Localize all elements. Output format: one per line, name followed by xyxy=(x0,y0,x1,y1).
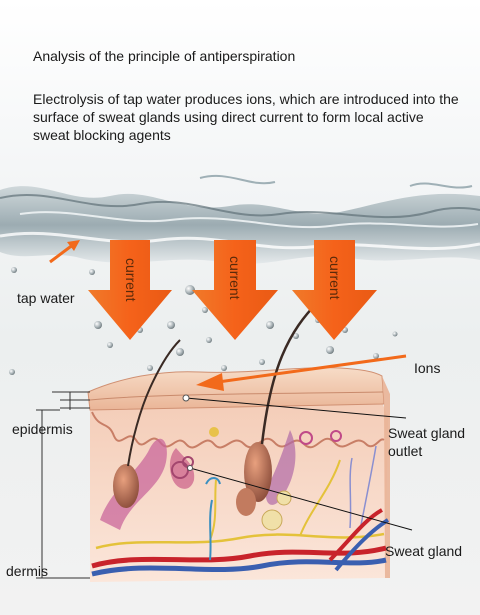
tap-water-pointer-arrow xyxy=(49,240,80,264)
sweat-gland-label: Sweat gland xyxy=(385,543,463,559)
ion-bubbles xyxy=(9,267,398,399)
current-arrow-2 xyxy=(192,240,278,340)
current-arrow-3 xyxy=(292,240,377,340)
current-arrow-label-3: current xyxy=(327,256,343,300)
leader-lines xyxy=(182,394,413,531)
current-arrow-label-2: current xyxy=(227,256,243,300)
current-arrow-1 xyxy=(88,240,172,340)
ions-label: Ions xyxy=(414,360,441,376)
dermis-label: dermis xyxy=(6,563,49,579)
current-arrow-label-1: current xyxy=(123,258,139,302)
sweat-gland-outlet-label: Sweat gland outlet xyxy=(388,425,466,460)
ions-pointer-arrow xyxy=(196,354,407,391)
layer-brackets xyxy=(36,391,90,579)
tap-water-label: tap water xyxy=(17,290,75,306)
skin-cross-section xyxy=(87,301,390,582)
diagram-description: Electrolysis of tap water produces ions,… xyxy=(33,91,459,144)
diagram-heading: Analysis of the principle of antiperspir… xyxy=(33,48,296,64)
epidermis-label: epidermis xyxy=(12,421,73,437)
